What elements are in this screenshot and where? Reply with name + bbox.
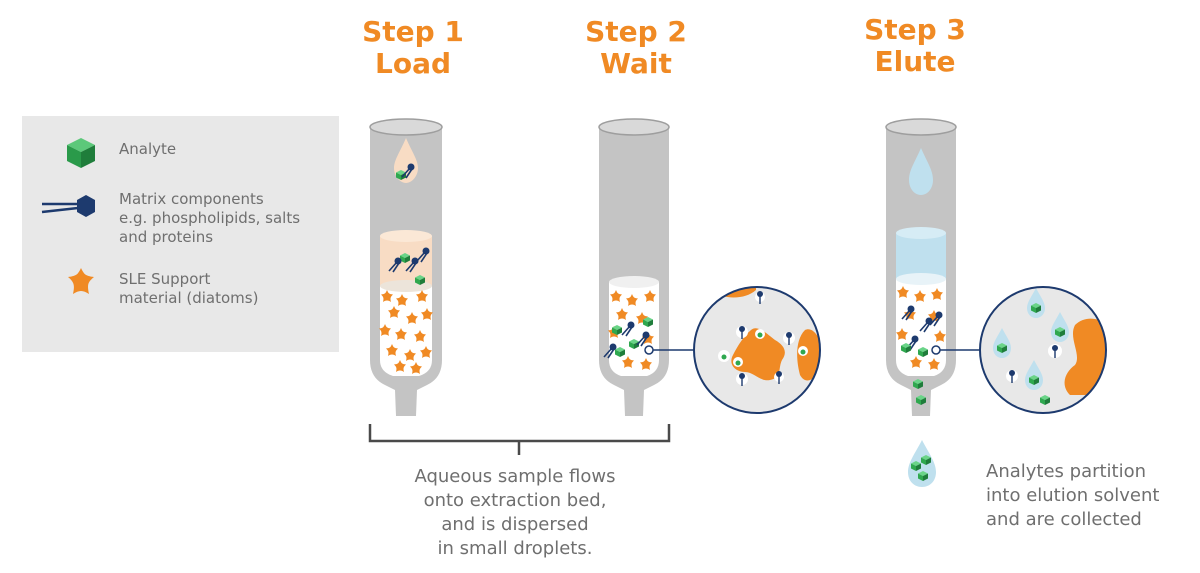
sle-support-star-icon [68, 268, 94, 294]
load-wait-bracket [368, 424, 671, 455]
legend-label-sle-support: SLE Support material (diatoms) [119, 270, 259, 307]
step-2-number: Step 2 [585, 15, 687, 48]
tube-elute [885, 118, 980, 416]
legend-panel: Analyte Matrix components e.g. phospholi… [22, 116, 339, 352]
analyte-cube-icon [67, 138, 95, 168]
matrix-component-icon [41, 195, 95, 217]
step-2-name: Wait [600, 47, 672, 80]
step-1-number: Step 1 [362, 15, 464, 48]
zoom-elute [979, 286, 1107, 414]
step-3-number: Step 3 [864, 13, 966, 46]
tube-wait [598, 118, 694, 416]
zoom-wait [693, 286, 821, 414]
caption-elute: Analytes partition into elution solvent … [986, 461, 1160, 530]
step-1-title: Step 1 Load [333, 16, 493, 80]
step-1-name: Load [374, 47, 451, 80]
tube-load [369, 118, 443, 416]
step-3-name: Elute [874, 45, 956, 78]
step-2-title: Step 2 Wait [556, 16, 716, 80]
legend-label-matrix: Matrix components e.g. phospholipids, sa… [119, 190, 301, 246]
eluate-droplet [908, 440, 936, 487]
caption-load: Aqueous sample flows onto extraction bed… [414, 466, 616, 559]
step-3-title: Step 3 Elute [835, 14, 995, 78]
legend-label-analyte: Analyte [119, 140, 177, 158]
